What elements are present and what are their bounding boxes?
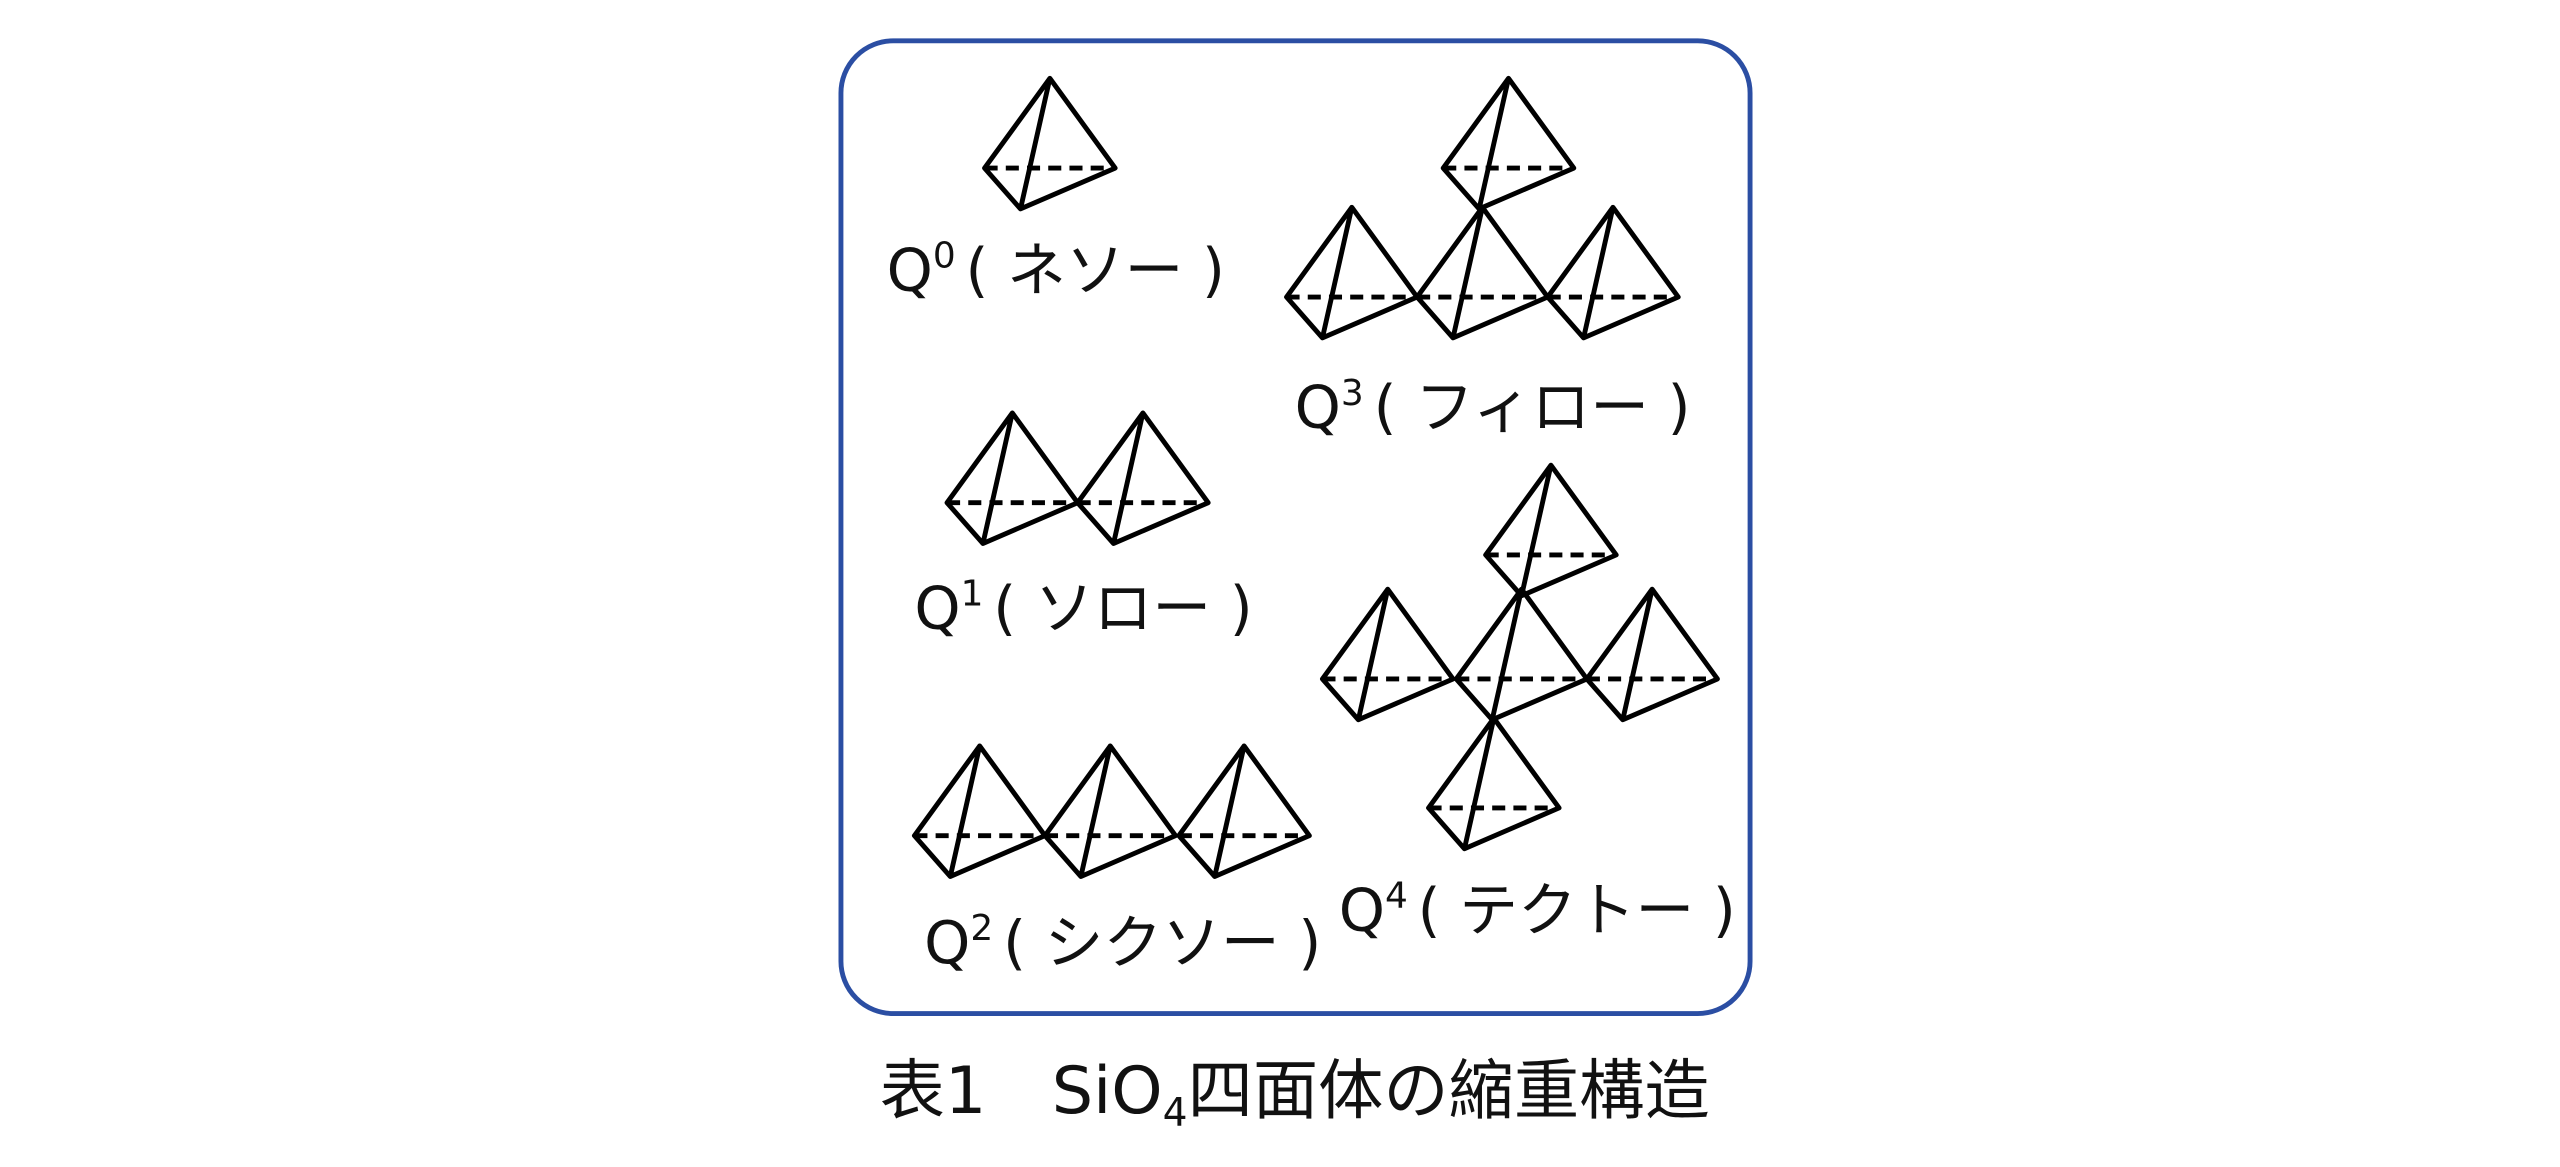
tetrahedron-edges <box>1075 410 1211 546</box>
tetrahedron-edges <box>1440 75 1577 212</box>
tetrahedra-group <box>911 75 1720 879</box>
tetrahedron-edges <box>982 75 1118 212</box>
tetrahedron-q3 <box>1414 204 1551 341</box>
label-q1: Q1( ソロー ) <box>914 573 1252 642</box>
tetrahedron-q4 <box>1453 586 1590 723</box>
tetrahedron-edges <box>1176 743 1312 879</box>
tetrahedron-edges <box>1545 204 1681 341</box>
tetrahedron-q1 <box>944 410 1081 546</box>
tetrahedron-q3 <box>1284 204 1420 341</box>
tetrahedron-edges <box>911 743 1048 879</box>
caption: 表1 SiO4四面体の縮重構造 <box>880 1053 1710 1136</box>
tetrahedron-edges <box>1483 462 1619 599</box>
tetrahedron-q4 <box>1319 586 1456 723</box>
tetrahedron-edges <box>1284 204 1420 341</box>
label-q0: Q0( ネソー ) <box>887 236 1225 305</box>
tetrahedron-q4 <box>1483 462 1619 599</box>
tetrahedron-q3 <box>1440 75 1577 212</box>
label-q2: Q2( シクソー ) <box>924 908 1321 977</box>
tetrahedron-edges <box>1042 743 1178 879</box>
label-q3: Q3( フィロー ) <box>1295 373 1691 442</box>
tetrahedron-q2 <box>911 743 1048 879</box>
tetrahedron-edges <box>1414 204 1551 341</box>
label-q4: Q4( テクトー ) <box>1339 875 1736 944</box>
tetrahedron-q3 <box>1545 204 1681 341</box>
tetrahedron-q0 <box>982 75 1118 212</box>
tetrahedron-edges <box>944 410 1081 546</box>
tetrahedron-edges <box>1426 715 1562 852</box>
tetrahedron-q2 <box>1042 743 1178 879</box>
tetrahedron-edges <box>1453 586 1590 723</box>
tetrahedron-q4 <box>1426 715 1562 852</box>
tetrahedron-q4 <box>1584 586 1720 723</box>
frame <box>838 38 1753 1017</box>
tetrahedron-q1 <box>1075 410 1211 546</box>
tetrahedron-edges <box>1584 586 1720 723</box>
tetrahedron-edges <box>1319 586 1456 723</box>
tetrahedron-q2 <box>1176 743 1312 879</box>
